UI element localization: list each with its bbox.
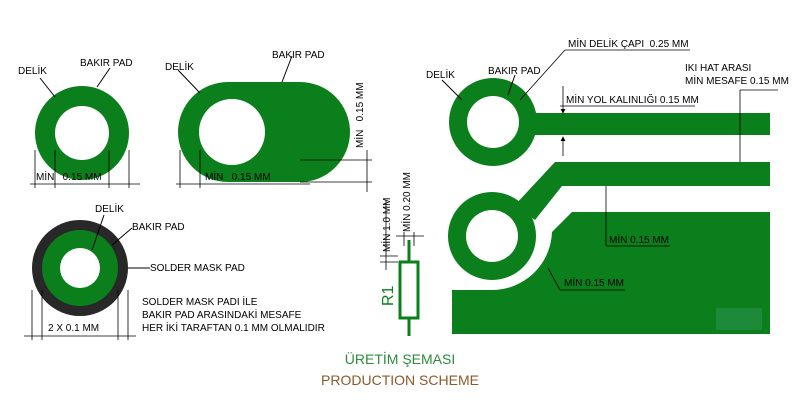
fig3-dim-label: 2 X 0.1 MM <box>48 323 99 334</box>
fig2-pad-label: BAKIR PAD <box>272 50 325 61</box>
fig5-track-width-label: MİN YOL KALINLIĞI 0.15 MM <box>566 93 699 106</box>
fig5-pad-pour-label: MİN 0.15 MM <box>609 233 669 246</box>
fig5-pcb-layout: DELİK BAKIR PAD MİN DELİK ÇAPI 0.25 MM I… <box>426 37 789 334</box>
fig5-hole-label: DELİK <box>426 68 455 81</box>
fig5-pour-label: MİN 0.15 MM <box>564 276 624 289</box>
fig2-oblong-pad: DELİK BAKIR PAD MİN 0.15 MM MİN 0.15 MM <box>165 50 372 192</box>
fig2-dim-v-label: MİN 0.15 MM <box>353 82 366 148</box>
footer-title-en: PRODUCTION SCHEME <box>321 372 479 388</box>
fig3-note-line-3: HER İKİ TARAFTAN 0.1 MM OLMALIDIR <box>142 321 325 334</box>
fig5-bottom-hole <box>466 210 518 262</box>
fig2-hole <box>199 99 265 165</box>
fig3-note-line-2: BAKIR PAD ARASINDAKİ MESAFE <box>142 308 302 321</box>
fig3-hole <box>60 248 100 288</box>
fig2-hole-label: DELİK <box>165 60 194 73</box>
fig3-mask-label: SOLDER MASK PAD <box>150 263 245 274</box>
fig1-hole <box>55 106 109 160</box>
fig3-hole-label: DELİK <box>95 202 124 215</box>
fig5-top-track <box>530 113 770 135</box>
fig1-pad-label: BAKIR PAD <box>80 58 133 69</box>
fig4-dim-a-label: MİN 1.0 MM <box>380 198 393 252</box>
fig4-resistor-body <box>398 260 420 320</box>
fig1-hole-label: DELİK <box>18 64 47 77</box>
fig5-top-hole <box>467 96 519 148</box>
fig4-resistor: R1 MİN 1.0 MM MİN 0.20 MM <box>380 172 424 336</box>
fig5-min-hole-label: MİN DELİK ÇAPI 0.25 MM <box>568 37 689 50</box>
fig5-copper-pour <box>452 212 770 334</box>
fig3-note-line-1: SOLDER MASK PADI İLE <box>142 295 258 308</box>
fig5-fill-box <box>716 308 762 330</box>
fig5-track-gap-label-2: MİN MESAFE 0.15 MM <box>685 74 789 87</box>
fig1-dim-label: MİN 0.15 MM <box>36 170 102 183</box>
fig5-pad-label: BAKIR PAD <box>488 66 541 77</box>
fig4-dim-b-label: MİN 0.20 MM <box>400 172 413 232</box>
fig3-solder-mask: DELİK BAKIR PAD SOLDER MASK PAD 2 X 0.1 … <box>24 202 325 340</box>
fig2-dim-h-label: MİN 0.15 MM <box>205 170 271 183</box>
fig5-track-gap-label-1: IKI HAT ARASI <box>685 63 751 74</box>
fig5-diagonal-track <box>515 162 770 220</box>
fig3-pad-label: BAKIR PAD <box>132 222 185 233</box>
fig4-resistor-label: R1 <box>380 285 397 306</box>
footer-title-tr: ÜRETİM ŞEMASI <box>344 351 456 367</box>
fig1-round-pad: DELİK BAKIR PAD MİN 0.15 MM <box>18 58 140 188</box>
